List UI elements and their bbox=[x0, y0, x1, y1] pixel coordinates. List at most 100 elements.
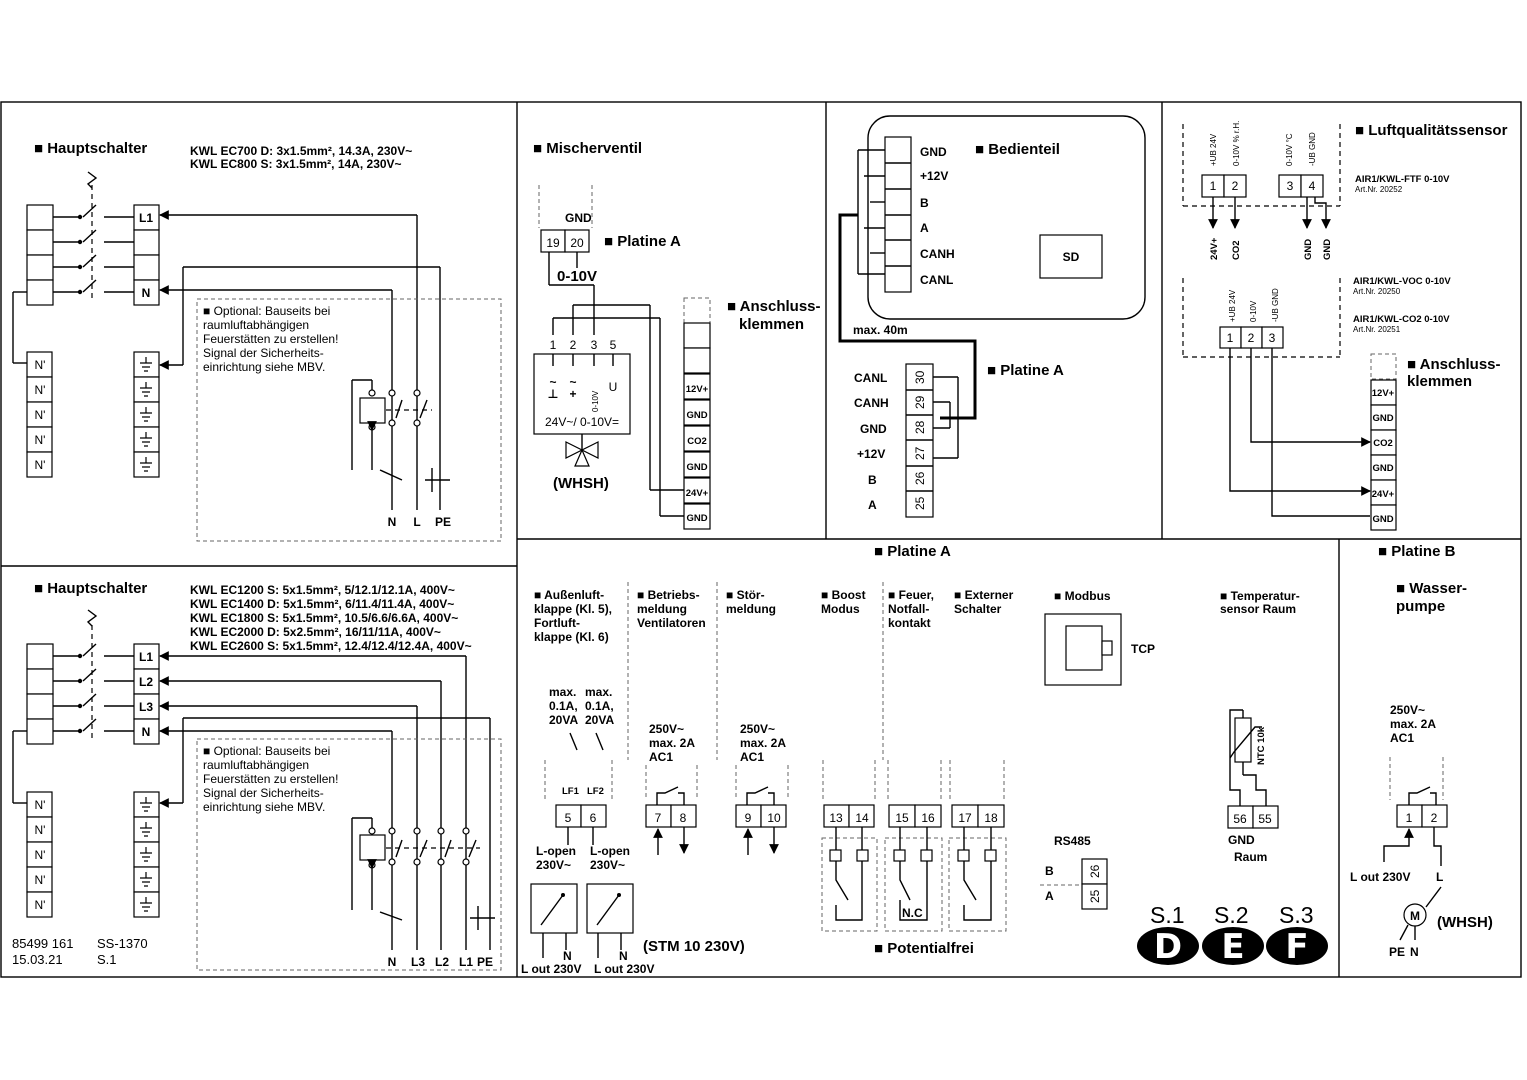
pin-function: 0-10V bbox=[1249, 300, 1258, 322]
rating: AC1 bbox=[1390, 731, 1414, 745]
actuator-icon bbox=[530, 883, 578, 958]
terminal-number: 56 bbox=[1233, 812, 1247, 826]
optional-note: raumluftabhängigen bbox=[203, 318, 309, 332]
optional-note: ■ Optional: Bauseits bei bbox=[203, 744, 330, 758]
terminal-label: 24V+ bbox=[1372, 489, 1395, 500]
group-heading: klappe (Kl. 6) bbox=[534, 630, 609, 644]
relay-label: LF2 bbox=[587, 786, 604, 797]
bedienteil: GND +12V B A CANH CANL ■ Bedienteil SD m… bbox=[838, 115, 1146, 518]
row-label: CANH bbox=[854, 396, 889, 410]
sd-slot: SD bbox=[1063, 250, 1080, 264]
pin-number: 2 bbox=[1248, 331, 1255, 345]
model-name: AIR1/KWL-FTF 0-10V bbox=[1355, 174, 1450, 185]
anschluss-title: klemmen bbox=[1407, 373, 1472, 390]
row-label: B bbox=[868, 473, 877, 487]
section-title: ■ Luftqualitätssensor bbox=[1355, 122, 1508, 139]
group-heading: Schalter bbox=[954, 602, 1002, 616]
group-heading: meldung bbox=[637, 602, 687, 616]
hauptschalter-1: ■ Hauptschalter KWL EC700 D: 3x1.5mm², 1… bbox=[12, 140, 502, 542]
ground-terminals bbox=[133, 351, 160, 478]
group-heading: ■ Modbus bbox=[1054, 589, 1111, 603]
pin-function: +UB 24V bbox=[1209, 133, 1218, 166]
whsh-label: (WHSH) bbox=[1437, 914, 1493, 931]
bottom-label: PE bbox=[477, 955, 493, 969]
model-name: AIR1/KWL-VOC 0-10V bbox=[1353, 276, 1451, 287]
terminal-label: N bbox=[142, 725, 151, 739]
bottom-label: PE bbox=[435, 515, 451, 529]
terminal-label: L1 bbox=[139, 211, 153, 225]
group-heading: ■ Temperatur- bbox=[1220, 589, 1300, 603]
rating: max. 2A bbox=[1390, 717, 1436, 731]
pin-function: -UB GND bbox=[1271, 288, 1280, 322]
language-badge-de[interactable]: D bbox=[1137, 927, 1199, 967]
voltage-label: 0-10V bbox=[557, 268, 597, 285]
supply-label: 24V~/ 0-10V= bbox=[545, 415, 619, 429]
terminal-label: CO2 bbox=[687, 436, 707, 447]
terminal-number: 18 bbox=[984, 811, 998, 825]
network-port-icon bbox=[1044, 613, 1122, 686]
rs485-label: RS485 bbox=[1054, 834, 1091, 848]
raum-label: Raum bbox=[1234, 850, 1267, 864]
group-heading: Modus bbox=[821, 602, 860, 616]
language-badge-en[interactable]: E bbox=[1202, 927, 1264, 967]
pin-label: A bbox=[920, 221, 929, 235]
terminal-number: 25 bbox=[1088, 889, 1102, 903]
terminal-label: N' bbox=[35, 458, 46, 472]
row-label: CANL bbox=[854, 371, 887, 385]
pin-symbol: 0-10V bbox=[591, 390, 600, 412]
terminal-label: N' bbox=[35, 848, 46, 862]
spec-line: KWL EC1200 S: 5x1.5mm², 5/12.1/12.1A, 40… bbox=[190, 583, 455, 597]
terminal-number: 17 bbox=[958, 811, 972, 825]
pin-function: -UB GND bbox=[1308, 132, 1317, 166]
doc-date: 15.03.21 bbox=[12, 952, 63, 967]
doc-number: 85499 161 bbox=[12, 936, 73, 951]
pin-number: 3 bbox=[591, 338, 598, 352]
anschluss-title: ■ Anschluss- bbox=[1407, 356, 1501, 373]
optional-note: einrichtung siehe MBV. bbox=[203, 800, 325, 814]
pin-number: 2 bbox=[1232, 179, 1239, 193]
rating: 250V~ bbox=[740, 722, 775, 736]
terminal-number: 14 bbox=[855, 811, 869, 825]
optional-note: Signal der Sicherheits- bbox=[203, 786, 324, 800]
row-number: 28 bbox=[913, 420, 927, 434]
section-title: ■ Bedienteil bbox=[975, 141, 1060, 158]
terminal-number: 19 bbox=[546, 236, 560, 250]
pin-symbol: + bbox=[569, 387, 576, 401]
relay-label: LF1 bbox=[562, 786, 580, 797]
pin-number: 1 bbox=[1227, 331, 1234, 345]
terminal-label: GND bbox=[686, 462, 707, 473]
lout-label: L out 230V bbox=[594, 962, 654, 976]
terminal-number: 1 bbox=[1406, 811, 1413, 825]
rating: AC1 bbox=[740, 750, 764, 764]
spec-line: KWL EC1400 D: 5x1.5mm², 6/11.4/11.4A, 40… bbox=[190, 597, 454, 611]
group-heading: ■ Außenluft- bbox=[534, 588, 604, 602]
group-heading: Fortluft- bbox=[534, 616, 580, 630]
terminal-number: 8 bbox=[680, 811, 687, 825]
model-name: AIR1/KWL-CO2 0-10V bbox=[1353, 314, 1450, 325]
pin-function: +UB 24V bbox=[1228, 289, 1237, 322]
terminal-number: 26 bbox=[1088, 864, 1102, 878]
row-label: +12V bbox=[857, 447, 885, 461]
language-badge-fr[interactable]: F bbox=[1266, 927, 1328, 967]
pe-label: PE bbox=[1389, 945, 1405, 959]
terminal-label: L3 bbox=[139, 700, 153, 714]
group-heading: ■ Externer bbox=[954, 588, 1014, 602]
pin-label: GND bbox=[920, 145, 947, 159]
row-number: 25 bbox=[913, 496, 927, 510]
rating: 0.1A, bbox=[549, 699, 578, 713]
pin-symbol: U bbox=[609, 380, 618, 394]
terminal-label: N' bbox=[35, 898, 46, 912]
terminal-number: 5 bbox=[565, 811, 572, 825]
rating: 20VA bbox=[549, 713, 578, 727]
switch-contacts bbox=[53, 171, 134, 300]
bottom-label: L3 bbox=[411, 955, 425, 969]
terminal-label: N' bbox=[35, 873, 46, 887]
section-title: ■ Hauptschalter bbox=[34, 580, 147, 597]
platine-label: ■ Platine A bbox=[987, 362, 1064, 379]
contactor bbox=[351, 379, 450, 492]
optional-note: ■ Optional: Bauseits bei bbox=[203, 304, 330, 318]
terminal-label: 24V+ bbox=[686, 488, 709, 499]
output-label: GND bbox=[1303, 239, 1314, 260]
optional-note: Signal der Sicherheits- bbox=[203, 346, 324, 360]
terminal-label: GND bbox=[1372, 514, 1393, 525]
